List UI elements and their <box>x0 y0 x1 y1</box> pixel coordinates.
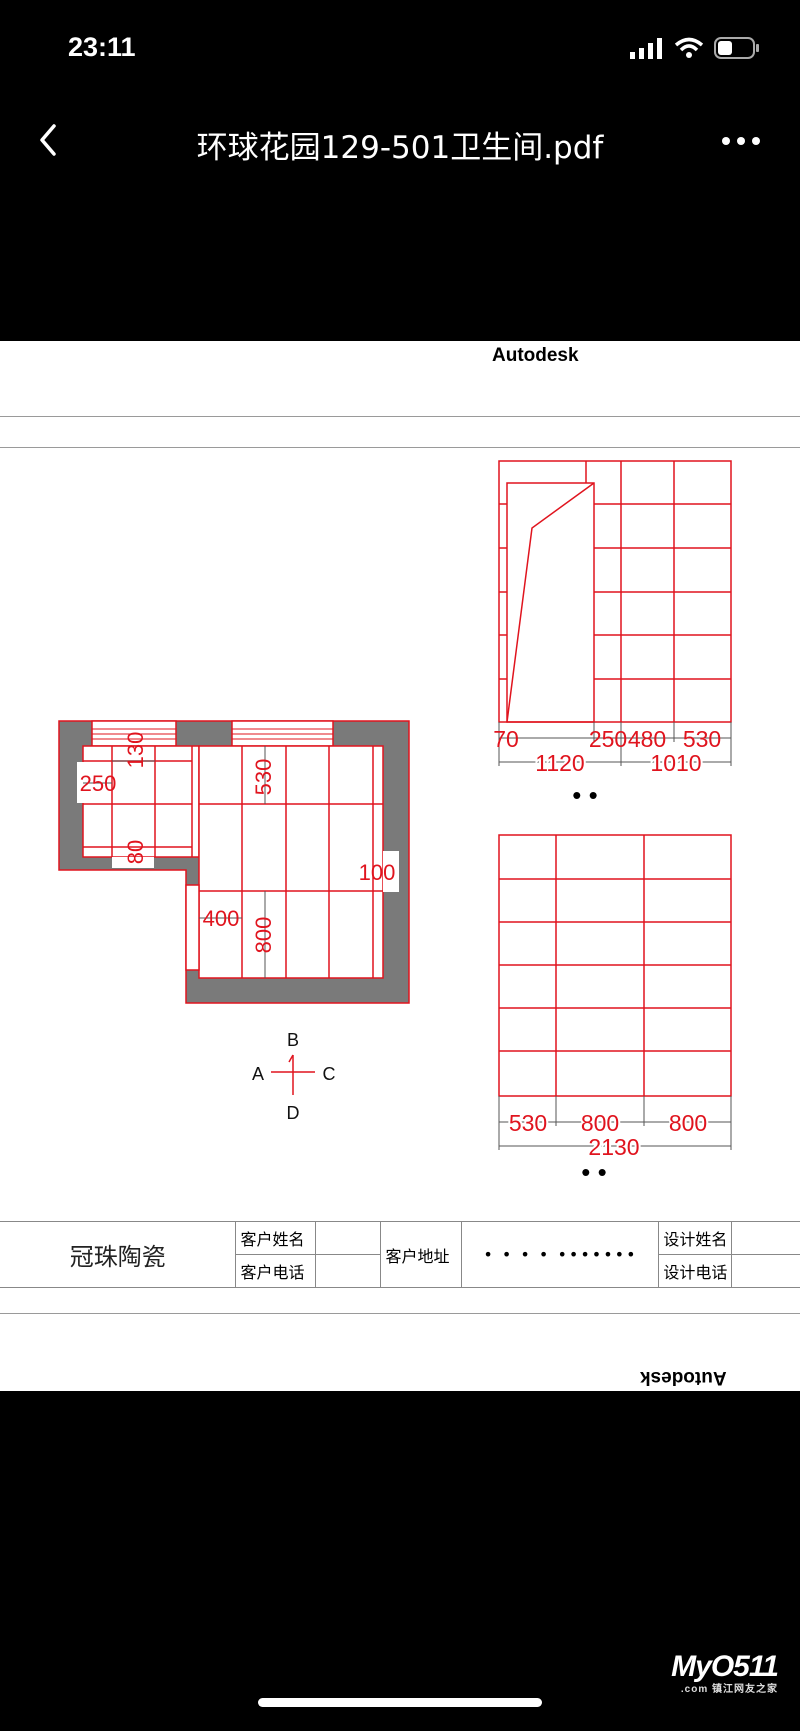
floor-dim-lines <box>83 746 266 978</box>
floor-plan <box>58 720 410 1004</box>
elevation-2-caption: • • <box>581 1157 606 1187</box>
compass: B A C D <box>252 1030 336 1123</box>
designer-phone-value <box>731 1254 800 1288</box>
elevation-2-dim-labels: 530 800 800 2130 <box>507 1108 709 1162</box>
dim-label: 1010 <box>650 750 701 776</box>
watermark-sub: .com 镇江网友之家 <box>680 1684 778 1695</box>
dim-label: 130 <box>123 732 148 769</box>
dim-label: 100 <box>359 860 396 885</box>
dim-label: 2130 <box>588 1134 639 1160</box>
customer-name-value <box>315 1221 382 1255</box>
compass-d: D <box>287 1103 300 1123</box>
floor-dim-labels: 130 250 80 530 100 400 800 <box>80 732 396 954</box>
dim-label: 80 <box>123 840 148 864</box>
wifi-icon <box>674 37 704 58</box>
dim-label: 530 <box>683 726 721 752</box>
watermark: MyO511.com 镇江网友之家 <box>671 1650 779 1695</box>
elevation-2-dim-lines <box>498 1096 732 1150</box>
home-indicator[interactable] <box>258 1698 542 1707</box>
customer-name-label: 客户姓名 <box>235 1221 317 1255</box>
elevation-1 <box>498 460 732 723</box>
dim-label: 70 <box>493 726 519 752</box>
dim-label: 250 <box>589 726 627 752</box>
elevation-1-dim-labels: 70 250 480 530 1120 1010 <box>493 726 721 778</box>
dim-label: 800 <box>581 1110 619 1136</box>
more-button[interactable] <box>718 126 764 156</box>
dim-label: 480 <box>628 726 666 752</box>
elevation-1-caption: • • <box>572 780 597 810</box>
dim-label: 530 <box>251 759 276 796</box>
customer-phone-value <box>315 1254 382 1288</box>
watermark-text: MyO511 <box>671 1650 779 1683</box>
status-time: 23:11 <box>68 32 136 62</box>
customer-address-value: • • • • ••••••• <box>461 1221 660 1288</box>
elevation-1-dim-lines <box>498 722 732 766</box>
dim-label: 250 <box>80 771 117 796</box>
more-horizontal-icon <box>722 137 760 145</box>
header-autodesk: Autodesk <box>492 345 579 366</box>
dim-label: 530 <box>509 1110 547 1136</box>
document-title: 环球花园129-501卫生间.pdf <box>196 130 604 166</box>
customer-phone-label: 客户电话 <box>235 1254 317 1288</box>
designer-phone-label: 设计电话 <box>658 1254 733 1288</box>
chevron-left-icon <box>40 124 56 156</box>
designer-name-value <box>731 1221 800 1255</box>
compass-b: B <box>287 1030 299 1050</box>
divider <box>0 1313 800 1314</box>
compass-c: C <box>323 1064 336 1084</box>
status-icons <box>630 36 760 60</box>
customer-address-label: 客户地址 <box>380 1221 463 1288</box>
dim-label: 400 <box>203 906 240 931</box>
dim-label: 800 <box>669 1110 707 1136</box>
signal-icon <box>630 38 662 59</box>
elevation-2 <box>498 834 732 1097</box>
brand-name: 冠珠陶瓷 <box>0 1221 237 1288</box>
dim-label: 800 <box>251 917 276 954</box>
designer-name-label: 设计姓名 <box>658 1221 733 1255</box>
divider <box>0 416 800 417</box>
title-block: 冠珠陶瓷 客户姓名 客户地址 • • • • ••••••• 设计姓名 客户电话… <box>0 1221 800 1288</box>
battery-icon <box>714 37 759 59</box>
back-button[interactable] <box>30 118 70 162</box>
divider <box>0 447 800 448</box>
dim-label: 1120 <box>535 750 584 776</box>
compass-a: A <box>252 1064 264 1084</box>
